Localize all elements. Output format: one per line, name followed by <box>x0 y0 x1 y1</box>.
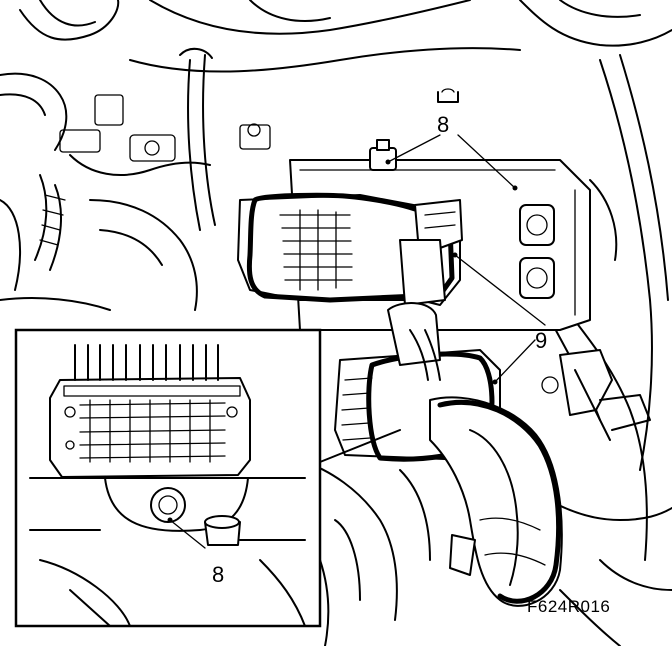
figure-code: F624R016 <box>527 597 610 616</box>
stud-bolt <box>519 204 555 246</box>
stud-bolt <box>519 257 555 299</box>
inset-link-line <box>319 429 401 463</box>
detail-inset <box>14 328 322 628</box>
callout-8-top: 8 <box>437 112 449 137</box>
callout-9: 9 <box>535 328 547 353</box>
callout-8-inset: 8 <box>212 562 224 587</box>
control-module <box>237 192 463 306</box>
inset-connector <box>49 344 251 478</box>
inset-bolt <box>150 487 241 546</box>
harness-connector <box>334 302 563 607</box>
top-bolt <box>369 139 397 171</box>
callout-leaders <box>385 134 546 385</box>
